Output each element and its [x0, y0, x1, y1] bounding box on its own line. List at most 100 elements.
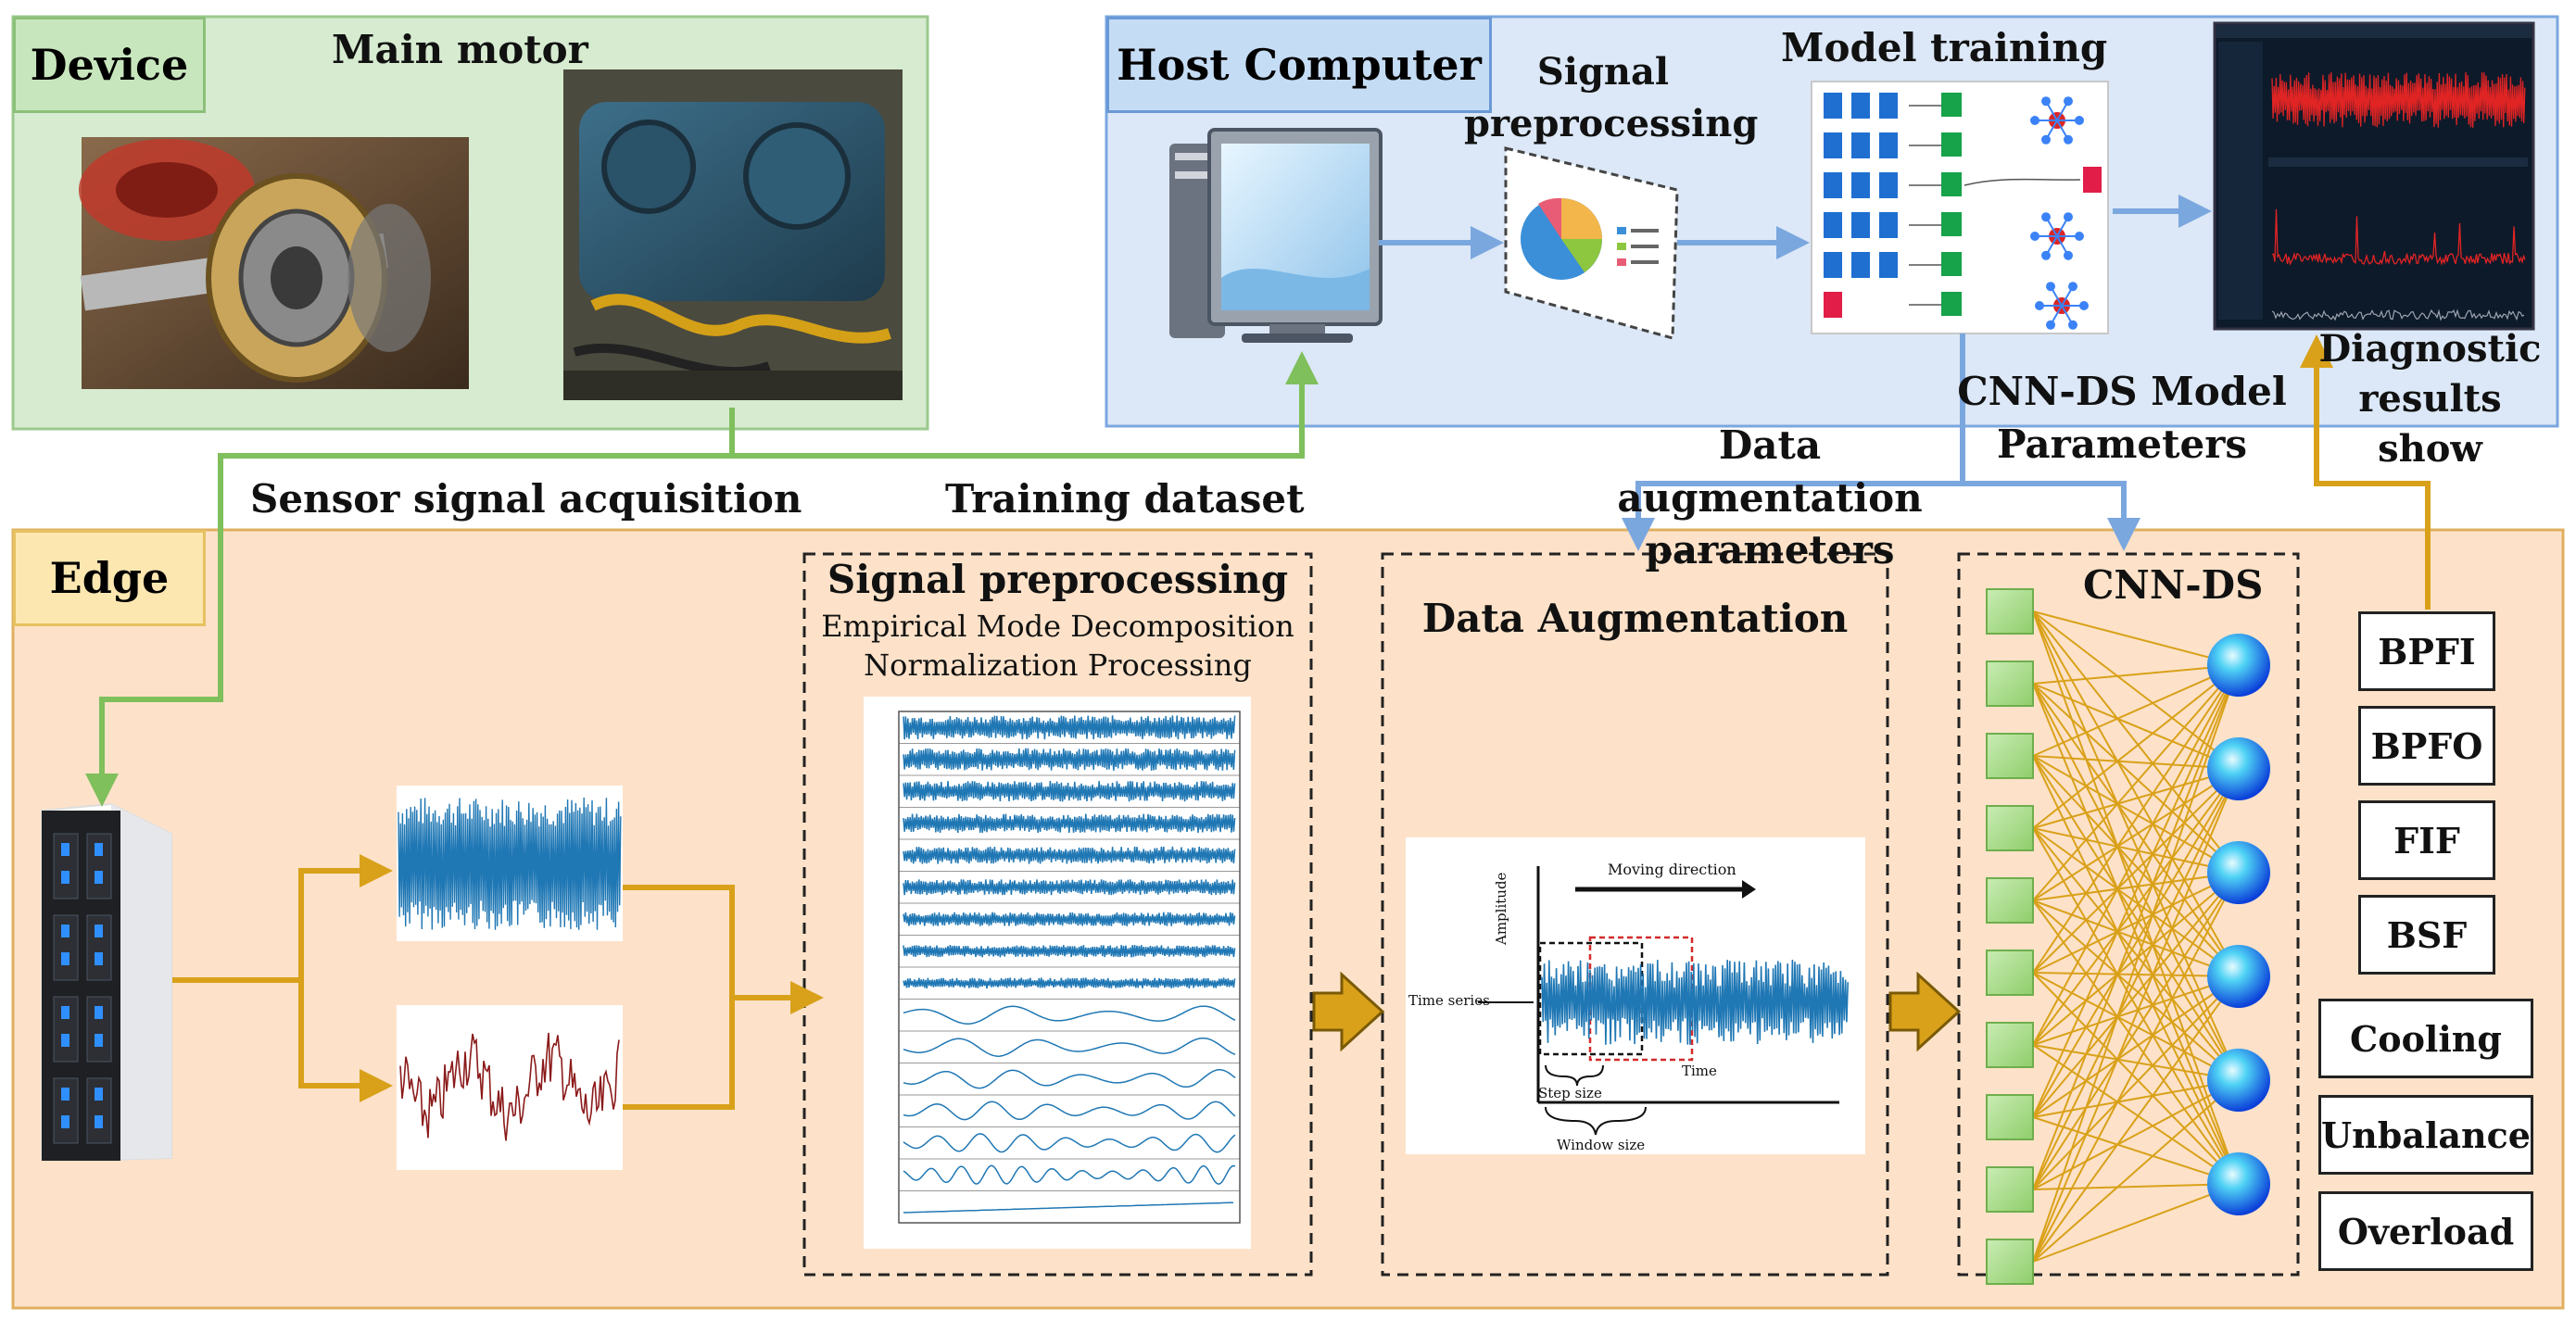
training-layer-block: [1941, 132, 1962, 157]
cnn-connection: [2032, 768, 2240, 1118]
edge-title: Edge: [13, 530, 206, 626]
cnn-input-node: [1986, 733, 2034, 779]
noise-signal-plot-bg: [397, 1005, 623, 1170]
server-drive-led: [61, 952, 69, 965]
main-motor-photo: [563, 69, 903, 400]
bearing-photo: [79, 137, 469, 389]
cnn-connection: [2032, 610, 2240, 874]
server-drive-led: [95, 1034, 103, 1047]
model-params-arrow: [1963, 481, 2140, 551]
diagnostic-screen-graphic: [2213, 21, 2535, 331]
training-hub-leaf: [2035, 301, 2044, 310]
augmentation-params-arrow: [1622, 333, 1965, 551]
training-input-block: [1879, 93, 1898, 119]
cnn-connection: [2032, 975, 2240, 1118]
output-overload: Overload: [2318, 1191, 2533, 1271]
server-to-noise-arrow: [298, 980, 393, 1102]
cnn-connection: [2032, 683, 2240, 1081]
training-input-block: [1824, 93, 1842, 119]
edge-panel: [11, 528, 2565, 1310]
cnn-connection: [2032, 610, 2240, 1185]
diagnostic-spectrum: [2271, 208, 2526, 266]
cnn-connection: [2032, 683, 2240, 874]
window-size-label: Window size: [1557, 1137, 1646, 1153]
cnn-connection: [2032, 1079, 2240, 1263]
cnn-output-node: [2207, 634, 2270, 697]
cnn-connection: [2032, 664, 2240, 1263]
training-input-block: [1879, 172, 1898, 198]
cnn-connection: [2032, 664, 2240, 901]
output-bpfo: BPFO: [2358, 706, 2495, 786]
cnn-connection: [2032, 975, 2240, 1263]
cnn-connection: [2032, 872, 2240, 901]
cnn-connection: [2032, 755, 2240, 1081]
imf-component-line: [903, 1164, 1236, 1185]
training-hub-leaf: [2064, 212, 2073, 222]
server-drive-led: [95, 925, 103, 937]
cnn-connection: [2032, 827, 2240, 977]
cnn-connection: [2032, 1116, 2240, 1185]
cnn-connection: [2032, 827, 2240, 1185]
cnn-output-node: [2207, 945, 2270, 1008]
cnn-input-node: [1986, 877, 2034, 924]
diagnostic-envelope: [2271, 308, 2525, 321]
cnn-connection: [2032, 768, 2240, 829]
cnn-connection: [2032, 664, 2240, 1190]
training-hub-leaf: [2068, 282, 2077, 292]
server-drive-led: [61, 1034, 69, 1047]
cnn-input-node: [1986, 1094, 2034, 1140]
model-training-label: Model training: [1781, 25, 2108, 70]
cnn-connection: [2032, 610, 2240, 666]
diagnostic-results-label: Diagnostic results show: [2318, 327, 2542, 471]
diagnostic-time-signal: [2271, 71, 2526, 128]
raw-signal-waveform: [398, 797, 622, 930]
noise-signal-line: [399, 1032, 620, 1141]
imf-component-line: [903, 813, 1236, 834]
training-hub-leaf: [2064, 250, 2073, 260]
training-input-block: [1824, 292, 1842, 318]
server-drive-led: [95, 1115, 103, 1128]
cnn-connection: [2032, 664, 2240, 757]
host-title: Host Computer: [1106, 17, 1492, 113]
sensor-acquisition-arrow: [85, 408, 735, 807]
training-input-block: [1824, 212, 1842, 238]
training-hub-leaf: [2041, 134, 2051, 145]
training-layer-block: [1941, 292, 1962, 316]
training-layer-block: [1941, 212, 1962, 236]
training-input-block: [1879, 132, 1898, 158]
cnn-output-node: [2207, 737, 2270, 800]
server-drive-led: [61, 1006, 69, 1019]
training-hub-leaf: [2041, 96, 2051, 107]
cnn-box: [1957, 552, 2300, 1277]
training-hub-leaf: [2068, 320, 2077, 330]
server-drive-led: [95, 871, 103, 884]
amplitude-label: Amplitude: [1493, 872, 1509, 945]
cnn-network: [1986, 588, 2270, 1285]
training-input-block: [1851, 93, 1870, 119]
cnn-connection: [2032, 610, 2240, 977]
preprocessing-chart-graphic: [1504, 146, 1679, 340]
training-merge-link: [1964, 178, 2081, 186]
cnn-connection: [2032, 683, 2240, 1185]
output-unbalance: Unbalance: [2318, 1095, 2533, 1175]
imf-frame: [898, 711, 1241, 1224]
block-arrow-to-augmentation: [1312, 971, 1385, 1052]
training-input-block: [1851, 212, 1870, 238]
imf-component-line: [903, 1201, 1234, 1214]
cnn-model-params-label: CNN-DS Model Parameters: [1957, 369, 2287, 467]
cnn-connection: [2032, 1044, 2240, 1185]
server-drive-led: [95, 1006, 103, 1019]
server-drive-bays: [53, 833, 112, 1144]
server-drive-bay: [86, 1077, 112, 1144]
imf-component-line: [903, 748, 1236, 771]
cnn-connection: [2032, 972, 2240, 1185]
training-hub-leaf: [2079, 301, 2089, 310]
host-signal-preprocessing-label: Signal preprocessing: [1464, 50, 1759, 145]
cnn-connection: [2032, 768, 2240, 1046]
cnn-connection: [2032, 872, 2240, 974]
training-dataset-label: Training dataset: [945, 476, 1305, 522]
preprocessing-box: [802, 552, 1313, 1277]
server-drive-led: [61, 925, 69, 937]
